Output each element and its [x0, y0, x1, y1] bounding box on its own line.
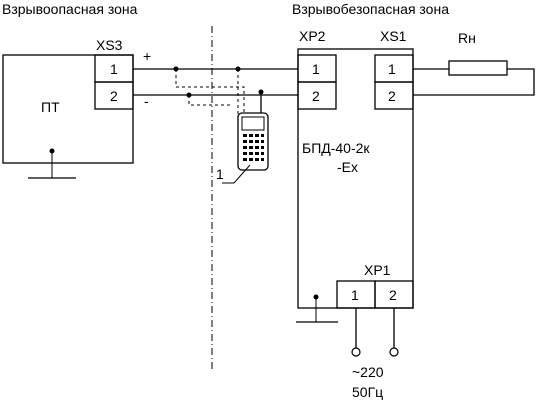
power-terminal-2: [389, 347, 399, 357]
xs3-label: XS3: [96, 37, 123, 53]
hazardous-zone-label: Взрывоопасная зона: [2, 1, 138, 17]
barrier-label-line-2: -Ех: [337, 159, 358, 175]
xs3-pin-1-label: 1: [110, 61, 118, 77]
xp2-label: XP2: [299, 28, 326, 44]
node-plus-1: [173, 66, 179, 72]
communicator-callout-leader: [222, 164, 251, 184]
load-resistor: Rн: [413, 30, 535, 96]
safe-zone-label: Взрывобезопасная зона: [292, 1, 449, 17]
load-label: Rн: [458, 30, 476, 46]
xp2-pin-1-label: 1: [312, 61, 320, 77]
power-terminal-1: [351, 347, 361, 357]
xp1-label: XP1: [364, 262, 391, 278]
load-resistor-body: [448, 60, 508, 76]
communicator-keypad: [243, 134, 264, 161]
xs1-pin-2-label: 2: [388, 88, 396, 104]
barrier-ground-node: [313, 294, 319, 300]
xp1-pin-2-label: 2: [389, 287, 397, 303]
xp2-pin-2-box: [297, 81, 337, 110]
transmitter-label: ПТ: [41, 99, 60, 115]
communicator-callout-label: 1: [216, 166, 224, 182]
xs3-pin-2-label: 2: [110, 88, 118, 104]
barrier: 1 2 XP2 1 2 XS1 БПД-40-2к -Ех 1 2 XP1: [296, 28, 414, 323]
communicator: 1: [216, 112, 269, 184]
tap-dashed-outer: [175, 69, 245, 115]
transmitter-ground-node: [49, 148, 55, 154]
power-frequency-label: 50Гц: [352, 384, 383, 400]
power-supply: ~220 50Гц: [351, 308, 399, 400]
node-minus-2: [258, 89, 264, 95]
minus-sign: -: [144, 93, 149, 109]
load-wire-return: [413, 68, 535, 96]
node-plus-2: [235, 66, 241, 72]
tap-dashed-inner: [188, 95, 232, 106]
plus-sign: +: [143, 48, 151, 64]
xp2-pin-2-label: 2: [312, 88, 320, 104]
loop-wires: [133, 66, 298, 115]
communicator-screen: [241, 116, 265, 131]
xs1-pin-1-label: 1: [388, 61, 396, 77]
xp1-pin-1-label: 1: [351, 287, 359, 303]
xs1-label: XS1: [380, 28, 407, 44]
barrier-label-line-1: БПД-40-2к: [302, 140, 370, 156]
transmitter: ПТ 1 2 XS3 + -: [2, 37, 151, 179]
node-minus-1: [186, 92, 192, 98]
power-voltage-label: ~220: [352, 364, 384, 380]
